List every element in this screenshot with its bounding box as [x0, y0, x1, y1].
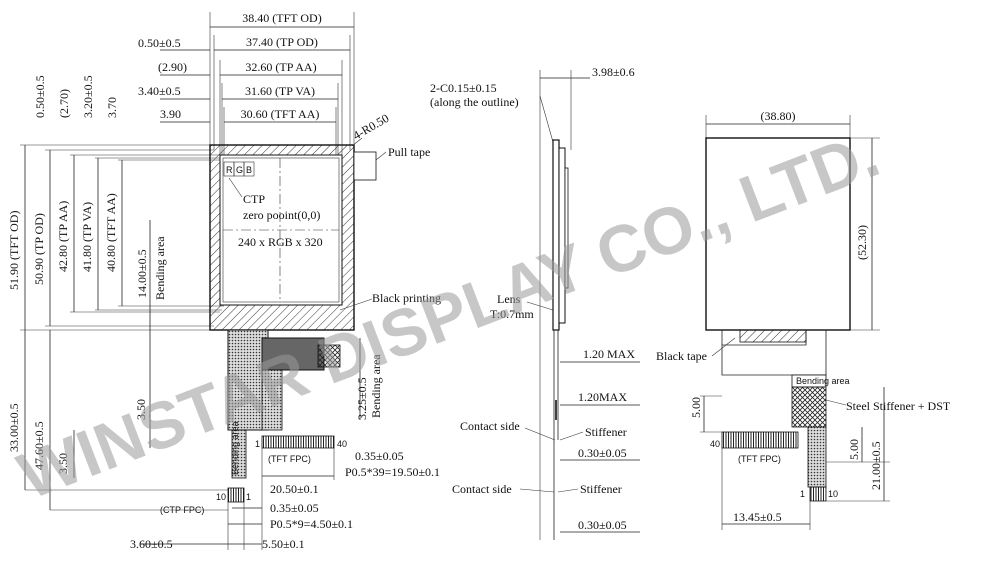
ctp-label: CTP	[243, 192, 265, 206]
tft-pin-40: 40	[337, 439, 347, 449]
pixel-r: R	[226, 165, 233, 175]
pull-tape-label: Pull tape	[388, 145, 430, 159]
back-tft-contacts	[721, 431, 799, 449]
side-view: 3.98±0.6 2-C0.15±0.15 (along the outline…	[430, 65, 640, 540]
back-tft-fpc-label: (TFT FPC)	[738, 454, 781, 464]
dim-lower-2: 47.60±0.5	[32, 421, 46, 470]
back-panel	[705, 137, 851, 331]
back-ctp-contacts	[809, 486, 827, 502]
side-dim-2: 0.30±0.05	[578, 518, 627, 532]
back-width: (38.80)	[761, 109, 796, 123]
back-dim-5a: 5.00	[689, 397, 703, 418]
dim-ctp-offset: 3.60±0.5	[130, 537, 173, 551]
dim-offset-3: 3.40±0.5	[138, 84, 181, 98]
lens-label: Lens	[497, 292, 521, 306]
dim-offset-4: 3.90	[160, 107, 181, 121]
back-pin-40: 40	[710, 439, 720, 449]
resolution-label: 240 x RGB x 320	[238, 235, 323, 249]
steel-label: Steel Stiffener + DST	[846, 399, 951, 413]
stiffener-1: Stiffener	[585, 425, 627, 439]
right-bending-label: Bending area	[369, 354, 383, 418]
contact-side-2: Contact side	[452, 482, 512, 496]
dim-vert-offset-3: 3.20±0.5	[81, 75, 95, 118]
corner-radius-label: 4-R0.50	[351, 111, 392, 143]
dim-fpc-width: 20.50±0.1	[270, 482, 319, 496]
dim-tp-od-width: 37.40 (TP OD)	[246, 35, 318, 49]
side-max-1: 1.20 MAX	[583, 347, 635, 361]
back-bottom-dim: 13.45±0.5	[733, 510, 782, 524]
ctp-fpc-dotted	[227, 329, 269, 431]
dim-tp-va-height: 41.80 (TP VA)	[80, 202, 94, 272]
dim-tp-aa-height: 42.80 (TP AA)	[56, 201, 70, 272]
dim-vert-offset-4: 3.70	[105, 97, 119, 118]
dim-vert-offset-2: (2.70)	[57, 89, 71, 118]
contact-side-1: Contact side	[460, 419, 520, 433]
back-height: (52.30)	[855, 225, 869, 260]
dim-tp-va-width: 31.60 (TP VA)	[245, 84, 315, 98]
stiffener-2: Stiffener	[580, 482, 622, 496]
back-dim-5b: 5.00	[847, 439, 861, 460]
dim-bending: 14.00±0.5	[135, 249, 149, 298]
lens-thickness: T:0.7mm	[490, 307, 534, 321]
dim-tp-od-height: 50.90 (TP OD)	[32, 213, 46, 285]
front-view: 38.40 (TFT OD) 37.40 (TP OD) 32.60 (TP A…	[7, 11, 441, 551]
back-dim-21: 21.00±0.5	[869, 441, 883, 490]
dim-lower-1: 33.00±0.5	[7, 403, 21, 452]
dim-offset-2: (2.90)	[158, 60, 187, 74]
tft-pin-1: 1	[255, 439, 260, 449]
dim-fpc-pitch-width: 0.35±0.05	[355, 449, 404, 463]
tft-fpc-contacts	[261, 435, 335, 449]
dim-tft-aa-height: 40.80 (TFT AA)	[104, 193, 118, 272]
side-max-2: 1.20MAX	[578, 390, 627, 404]
dim-tft-od-width: 38.40 (TFT OD)	[242, 11, 321, 25]
back-view: (38.80) (52.30) Black tape Bending area …	[656, 109, 951, 530]
dim-ctp-pitch-width: 0.35±0.05	[270, 501, 319, 515]
dim-lower-3: 3.50	[56, 453, 70, 474]
pixel-b: B	[246, 165, 252, 175]
chamfer-note: (along the outline)	[430, 95, 519, 109]
side-thickness: 3.98±0.6	[592, 65, 635, 79]
dim-fpc-right: 3.25±0.5	[355, 377, 369, 420]
side-dim-1: 0.30±0.05	[578, 446, 627, 460]
tft-fpc-label: (TFT FPC)	[268, 454, 311, 464]
fpc-connector-block	[261, 337, 325, 371]
black-tape-label: Black tape	[656, 349, 707, 363]
back-pin-10: 10	[828, 489, 838, 499]
dim-tp-aa-width: 32.60 (TP AA)	[245, 60, 316, 74]
back-pin-1: 1	[800, 489, 805, 499]
ctp-fpc-tail	[231, 429, 247, 479]
bending-area-label: Bending area	[153, 236, 167, 300]
black-printing-label: Black printing	[372, 291, 441, 305]
ctp-fpc-contacts	[227, 487, 245, 503]
zero-point-label: zero pooint(0,0)	[243, 208, 320, 222]
pixel-g: G	[236, 165, 243, 175]
chamfer-label: 2-C0.15±0.15	[430, 81, 497, 95]
dim-lower-4: 3.50	[134, 399, 148, 420]
ctp-pin-1: 1	[246, 492, 251, 502]
dim-offset-1: 0.50±0.5	[138, 36, 181, 50]
back-small-text: Bending area	[796, 376, 850, 386]
dim-fpc-pitch-total: P0.5*39=19.50±0.1	[345, 465, 440, 479]
dim-ctp-fpc-width: 5.50±0.1	[262, 537, 305, 551]
dim-ctp-pitch-total: P0.5*9=4.50±0.1	[270, 517, 353, 531]
dim-vert-offset-1: 0.50±0.5	[33, 75, 47, 118]
dim-tft-aa-width: 30.60 (TFT AA)	[241, 107, 320, 121]
dim-tft-od-height: 51.90 (TFT OD)	[7, 211, 21, 290]
ctp-fpc-small-text: Bending area	[230, 421, 240, 475]
steel-stiffener	[791, 386, 827, 428]
ctp-pin-10: 10	[216, 492, 226, 502]
pull-tape	[353, 151, 377, 181]
